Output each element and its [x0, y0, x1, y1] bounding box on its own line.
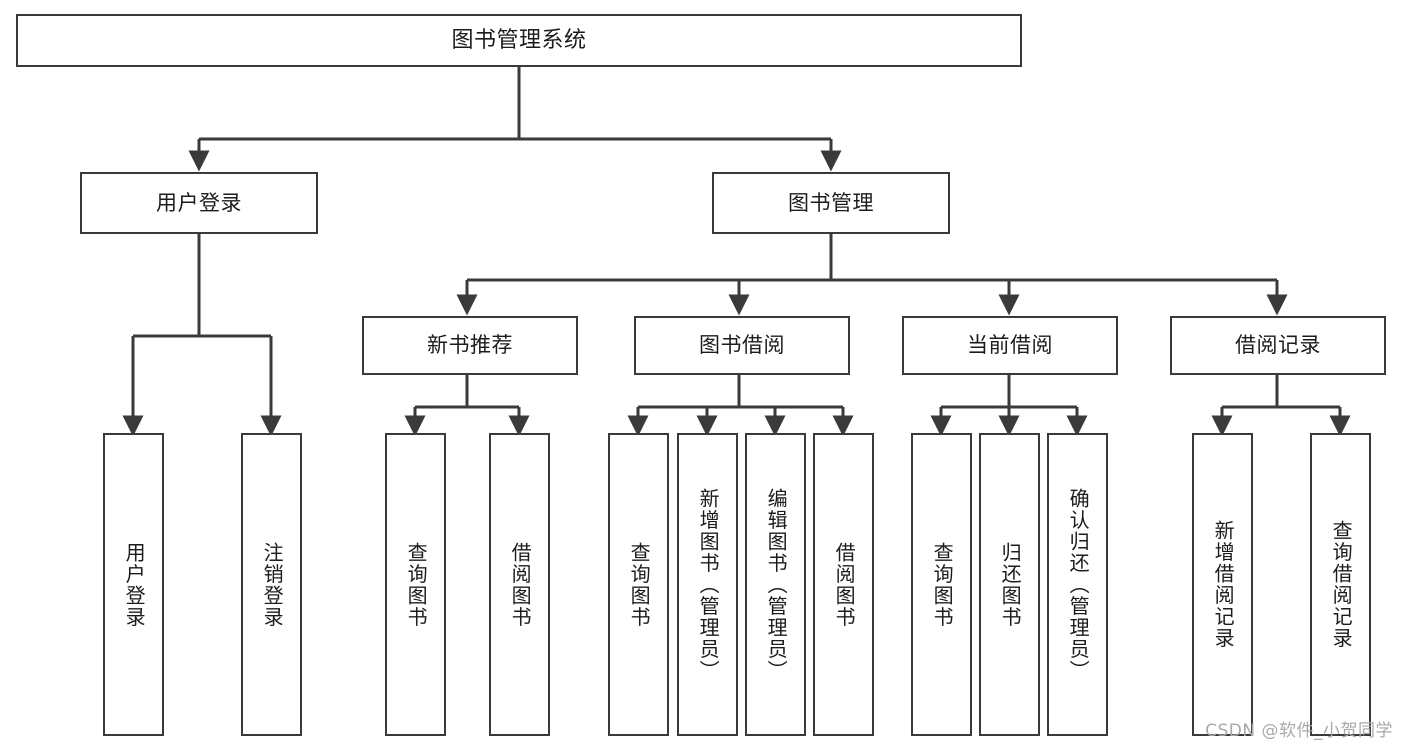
node-new-book-recommend[interactable]: 新书推荐: [362, 316, 578, 375]
node-label: 查询图书: [930, 541, 955, 628]
node-leaf-borrow-book-1[interactable]: 借阅图书: [489, 433, 550, 736]
node-label: 图书借阅: [699, 333, 785, 358]
node-label: 借阅图书: [508, 541, 533, 628]
node-label: 确认归还（管理员）: [1066, 487, 1091, 682]
node-leaf-borrow-book-2[interactable]: 借阅图书: [813, 433, 874, 736]
node-current-borrow[interactable]: 当前借阅: [902, 316, 1118, 375]
node-user-login[interactable]: 用户登录: [80, 172, 318, 234]
node-label: 新增图书（管理员）: [696, 487, 721, 682]
node-leaf-edit-book[interactable]: 编辑图书（管理员）: [745, 433, 806, 736]
node-leaf-query-book-2[interactable]: 查询图书: [608, 433, 669, 736]
node-leaf-return-book[interactable]: 归还图书: [979, 433, 1040, 736]
node-label: 当前借阅: [967, 333, 1053, 358]
node-label: 注销登录: [260, 541, 285, 628]
node-leaf-add-record[interactable]: 新增借阅记录: [1192, 433, 1253, 736]
node-borrow-record[interactable]: 借阅记录: [1170, 316, 1386, 375]
node-label: 图书管理系统: [451, 27, 587, 53]
node-leaf-query-book-3[interactable]: 查询图书: [911, 433, 972, 736]
node-label: 查询图书: [404, 541, 429, 628]
node-label: 用户登录: [156, 190, 242, 215]
node-leaf-logout-login[interactable]: 注销登录: [241, 433, 302, 736]
node-label: 用户登录: [122, 541, 147, 628]
node-label: 新书推荐: [427, 333, 513, 358]
node-leaf-confirm-return[interactable]: 确认归还（管理员）: [1047, 433, 1108, 736]
node-label: 编辑图书（管理员）: [764, 487, 789, 682]
node-label: 借阅图书: [832, 541, 857, 628]
node-book-borrow[interactable]: 图书借阅: [634, 316, 850, 375]
node-leaf-query-record[interactable]: 查询借阅记录: [1310, 433, 1371, 736]
node-root-book-management-system[interactable]: 图书管理系统: [16, 14, 1022, 67]
node-label: 新增借阅记录: [1211, 520, 1236, 649]
csdn-watermark: CSDN @软件_小贺同学: [1205, 721, 1393, 741]
node-book-management[interactable]: 图书管理: [712, 172, 950, 234]
node-label: 借阅记录: [1235, 333, 1321, 358]
node-label: 查询图书: [627, 541, 652, 628]
node-label: 查询借阅记录: [1329, 520, 1354, 649]
node-leaf-add-book[interactable]: 新增图书（管理员）: [677, 433, 738, 736]
node-label: 归还图书: [998, 541, 1023, 628]
node-leaf-query-book-1[interactable]: 查询图书: [385, 433, 446, 736]
node-leaf-user-login[interactable]: 用户登录: [103, 433, 164, 736]
node-label: 图书管理: [788, 190, 874, 215]
